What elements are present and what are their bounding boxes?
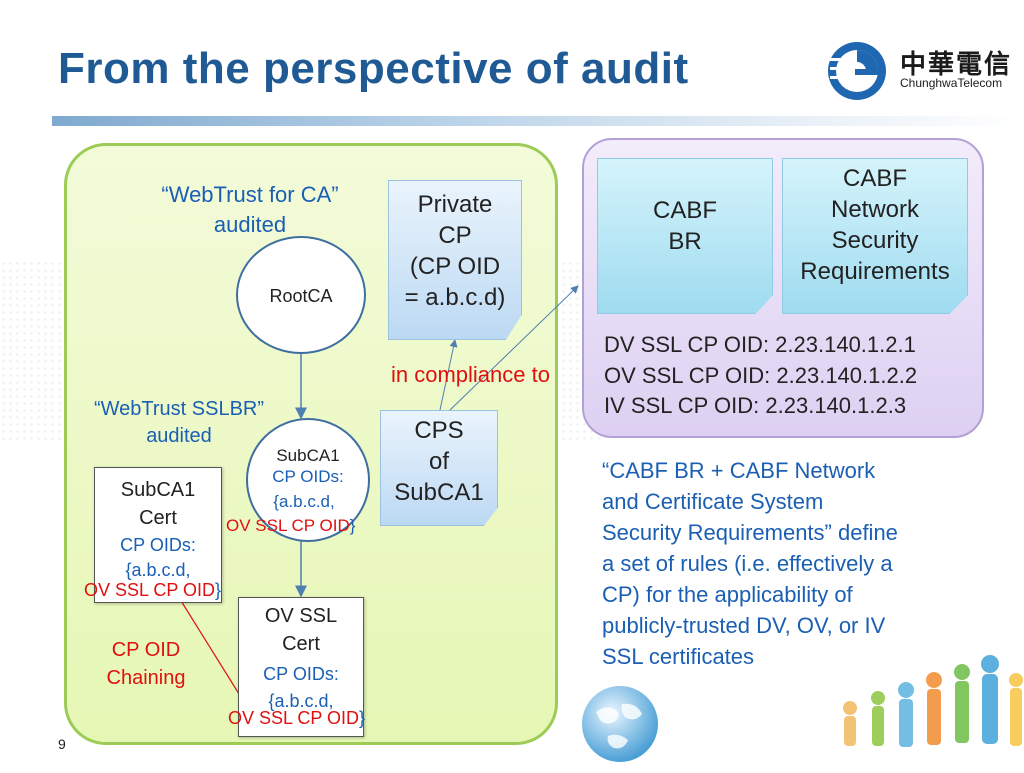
subca1-node: SubCA1 CP OIDs: <box>246 418 370 542</box>
subca1-oid-line1: {a.b.c.d, <box>273 492 335 511</box>
logo-english-name: ChunghwaTelecom <box>900 76 1003 90</box>
logo-chinese-name: 中華電信 <box>900 49 1013 79</box>
ov-ssl-cert-oid-line2: OV SSL CP OID} <box>228 708 366 728</box>
cp-oid-chaining-label: CP OID Chaining <box>106 639 186 689</box>
dv-ssl-oid: DV SSL CP OID: 2.23.140.1.2.1 <box>604 332 916 357</box>
cabf-br-note: CABF BR <box>597 158 773 314</box>
cabf-network-security-note: CABF Network Security Requirements <box>782 158 968 314</box>
cps-note: CPS of SubCA1 <box>380 410 498 526</box>
title-underline <box>52 116 1024 126</box>
rootca-node: RootCA <box>236 236 366 354</box>
iv-ssl-oid: IV SSL CP OID: 2.23.140.1.2.3 <box>604 393 907 418</box>
in-compliance-label: in compliance to <box>391 362 550 387</box>
webtrust-sslbr-label: “WebTrust SSLBR” audited <box>93 398 265 447</box>
webtrust-ca-label: “WebTrust for CA” audited <box>161 182 339 237</box>
page-number: 9 <box>58 736 66 752</box>
rootca-label: RootCA <box>269 286 333 306</box>
subca1-cert-oid-line2: OV SSL CP OID} <box>84 580 222 600</box>
ssl-oid-list: DV SSL CP OID: 2.23.140.1.2.1 OV SSL CP … <box>604 330 917 422</box>
page-title: From the perspective of audit <box>58 44 689 93</box>
ov-ssl-oid: OV SSL CP OID: 2.23.140.1.2.2 <box>604 362 918 388</box>
cps-to-private-cp-arrow <box>439 339 458 411</box>
people-silhouette-icon <box>820 650 1024 768</box>
subca1-oid-line2: OV SSL CP OID} <box>226 516 356 535</box>
private-cp-note: Private CP (CP OID = a.b.c.d) <box>388 180 522 340</box>
globe-icon <box>578 682 662 766</box>
ov-ssl-cert-box: OV SSL Cert CP OIDs: {a.b.c.d, <box>238 597 364 737</box>
chunghwa-logo-icon <box>826 40 888 102</box>
cps-to-cabf-arrow <box>449 285 579 411</box>
cabf-description: “CABF BR + CABF Network and Certificate … <box>602 458 898 669</box>
subca1-cert-box: SubCA1 Cert CP OIDs: {a.b.c.d, <box>94 467 222 603</box>
